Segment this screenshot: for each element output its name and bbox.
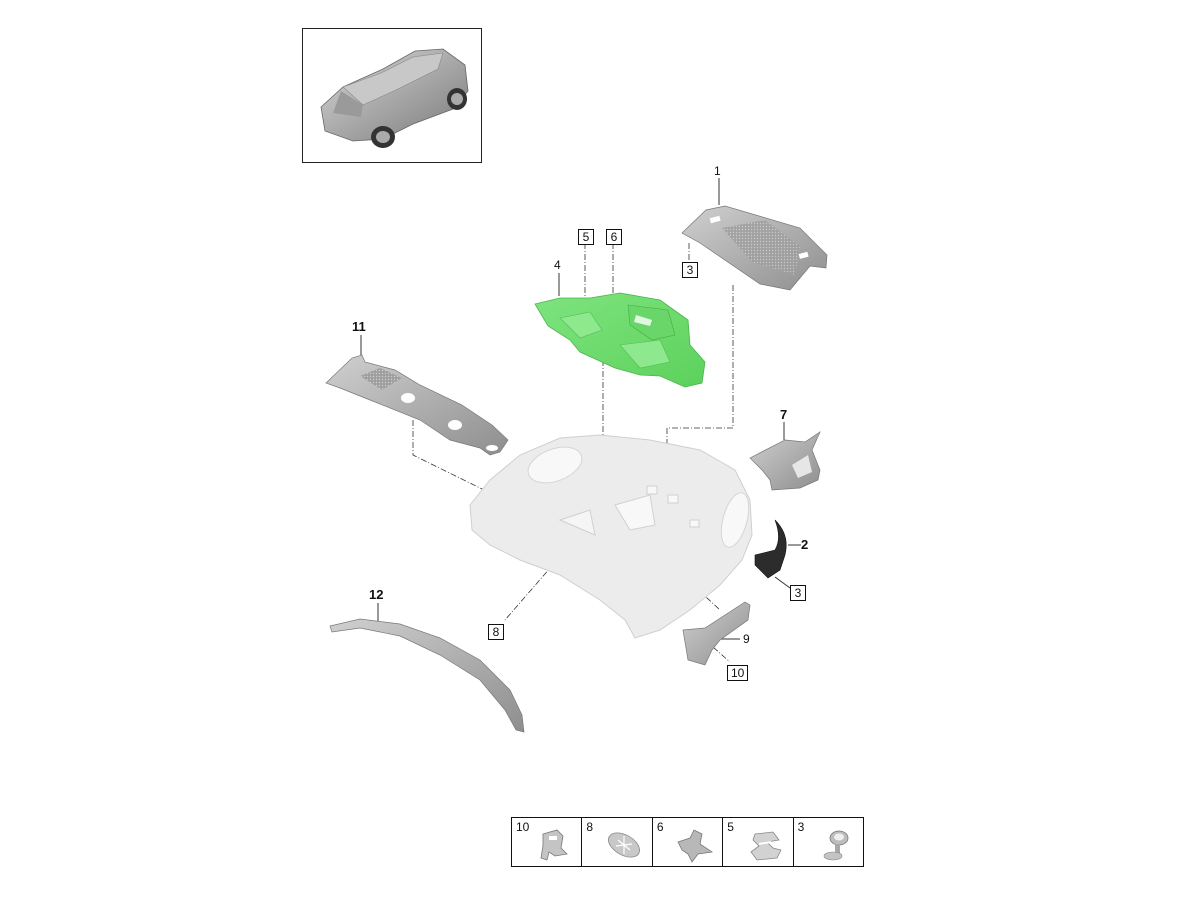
- callout-11[interactable]: 11: [352, 319, 366, 334]
- legend-item-8[interactable]: 8: [582, 818, 653, 866]
- vehicle-thumbnail[interactable]: [302, 28, 482, 163]
- part-8-rear-body-panel[interactable]: [469, 434, 754, 639]
- legend-item-5[interactable]: 5: [723, 818, 794, 866]
- part-4-insulation-highlighted[interactable]: [534, 292, 706, 388]
- part-2-wheel-arch-cover[interactable]: [754, 519, 787, 579]
- push-rivet-icon: [823, 830, 849, 861]
- legend-number: 3: [797, 820, 805, 834]
- expansion-clip-icon: [677, 829, 714, 863]
- callout-3-cover[interactable]: 3: [790, 585, 806, 601]
- callout-7[interactable]: 7: [780, 407, 788, 422]
- part-11-side-trim[interactable]: [325, 354, 509, 456]
- legend-number: 6: [656, 820, 664, 834]
- legend-item-10[interactable]: 10: [512, 818, 583, 866]
- callout-1[interactable]: 1: [714, 164, 721, 178]
- callout-5[interactable]: 5: [578, 229, 594, 245]
- fastener-legend: 10 8 6 5 3: [511, 817, 864, 867]
- vehicle-overview-icon: [320, 48, 469, 148]
- callout-8[interactable]: 8: [488, 624, 504, 640]
- callout-3-shelf[interactable]: 3: [682, 262, 698, 278]
- part-12-trim-strip[interactable]: [329, 618, 525, 733]
- legend-number: 10: [516, 820, 530, 834]
- callout-12[interactable]: 12: [369, 587, 384, 602]
- part-1-parcel-shelf[interactable]: [681, 205, 828, 291]
- legend-item-3[interactable]: 3: [794, 818, 863, 866]
- disc-fastener-icon: [607, 832, 640, 858]
- legend-number: 5: [727, 820, 734, 834]
- clip-bracket-icon: [540, 829, 569, 861]
- callout-6[interactable]: 6: [606, 229, 622, 245]
- legend-number: 8: [586, 820, 594, 834]
- callout-4[interactable]: 4: [554, 258, 561, 272]
- legend-item-6[interactable]: 6: [653, 818, 724, 866]
- callout-9[interactable]: 9: [743, 632, 750, 646]
- callout-2[interactable]: 2: [801, 537, 809, 552]
- part-9-bracket[interactable]: [682, 601, 751, 666]
- callout-10[interactable]: 10: [727, 665, 749, 681]
- u-clip-icon: [750, 831, 782, 861]
- part-7-corner-panel[interactable]: [749, 431, 821, 491]
